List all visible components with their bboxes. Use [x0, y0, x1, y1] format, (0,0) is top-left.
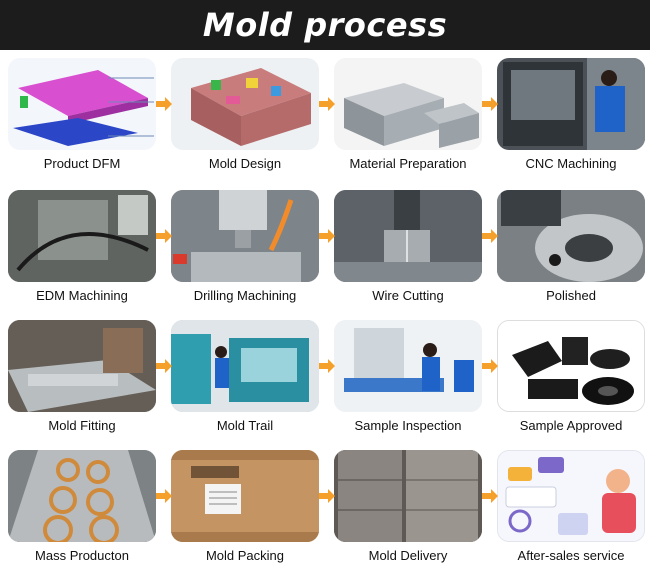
arrow-right-icon — [156, 229, 172, 243]
wire-cutter-image — [334, 190, 482, 282]
arrow-right-icon — [482, 489, 498, 503]
arrow-right-icon — [319, 359, 335, 373]
cnc-operator-image — [497, 58, 645, 150]
step-label: Mold Packing — [205, 548, 285, 563]
arrow-right-icon — [482, 229, 498, 243]
support-illustration-image — [497, 450, 645, 542]
step-label: After-sales service — [517, 548, 625, 563]
injection-machine-image — [171, 320, 319, 412]
stacked-boxes-image — [334, 450, 482, 542]
arrow-right-icon — [319, 229, 335, 243]
production-conveyor-image — [8, 450, 156, 542]
drilling-machine-image — [171, 190, 319, 282]
process-grid: Product DFM Mold Design — [0, 50, 650, 578]
black-plastic-parts-image — [497, 320, 645, 412]
step-label: Mass Producton — [35, 548, 129, 563]
step-label: Product DFM — [43, 156, 121, 171]
steel-blocks-image — [334, 58, 482, 150]
header-banner: Mold process — [0, 0, 650, 50]
inspection-lab-image — [334, 320, 482, 412]
arrow-right-icon — [482, 97, 498, 111]
page-title: Mold process — [202, 6, 448, 44]
step-label: Mold Delivery — [368, 548, 448, 563]
step-label: Material Preparation — [349, 156, 467, 171]
step-label: EDM Machining — [36, 288, 128, 303]
step-label: Mold Design — [208, 156, 282, 171]
step-label: Mold Trail — [216, 418, 274, 433]
edm-machine-image — [8, 190, 156, 282]
step-label: Polished — [546, 288, 596, 303]
arrow-right-icon — [319, 489, 335, 503]
mold-fitting-bench-image — [8, 320, 156, 412]
polishing-mold-image — [497, 190, 645, 282]
cad-part-render-image — [8, 58, 156, 150]
step-label: Sample Approved — [519, 418, 623, 433]
arrow-right-icon — [319, 97, 335, 111]
mold-3d-model-image — [171, 58, 319, 150]
wooden-crate-image — [171, 450, 319, 542]
arrow-right-icon — [156, 489, 172, 503]
step-label: Wire Cutting — [372, 288, 444, 303]
step-label: CNC Machining — [525, 156, 617, 171]
step-label: Mold Fitting — [48, 418, 116, 433]
step-label: Sample Inspection — [354, 418, 462, 433]
step-label: Drilling Machining — [193, 288, 297, 303]
arrow-right-icon — [482, 359, 498, 373]
arrow-right-icon — [156, 97, 172, 111]
arrow-right-icon — [156, 359, 172, 373]
